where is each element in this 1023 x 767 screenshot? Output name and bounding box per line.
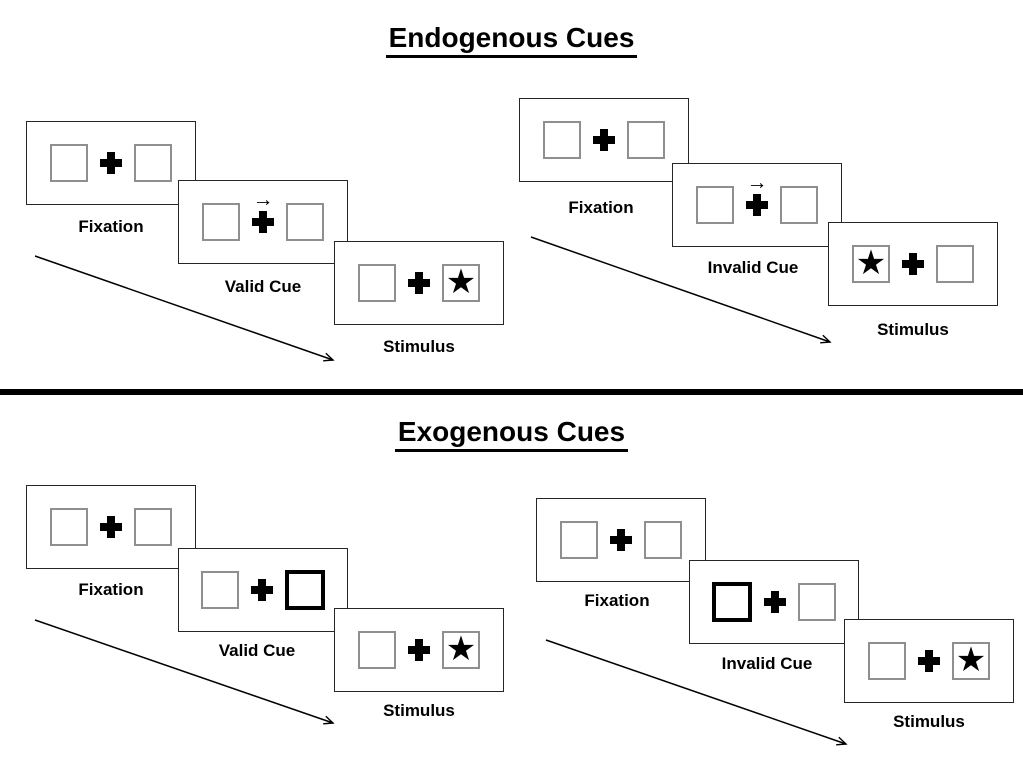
- exogenous-section-title: Exogenous Cues: [0, 416, 1023, 453]
- right-box-with-target: ★: [952, 642, 990, 680]
- fixation-label: Fixation: [568, 198, 634, 217]
- time-arrow: [34, 255, 335, 362]
- right-box-highlighted-cue: [285, 570, 325, 610]
- fixation-card: [519, 98, 689, 182]
- fixation-label: Fixation: [584, 591, 650, 610]
- target-star-icon: ★: [445, 263, 477, 301]
- valid-cue-card: [178, 548, 348, 632]
- right-box: [286, 203, 324, 241]
- right-arrow-cue-icon: →: [252, 188, 274, 211]
- left-box: [358, 631, 396, 669]
- stimulus-card: ★: [334, 608, 504, 692]
- cue-label: Invalid Cue: [721, 654, 813, 673]
- right-box: [134, 508, 172, 546]
- stimulus-label: Stimulus: [383, 701, 455, 720]
- stimulus-card: ★: [844, 619, 1014, 703]
- fixation-label: Fixation: [78, 580, 144, 599]
- left-box-highlighted-cue: [712, 582, 752, 622]
- section-divider-line: [0, 389, 1023, 395]
- fixation-cross-icon: [251, 579, 273, 601]
- stimulus-label: Stimulus: [893, 712, 965, 731]
- left-box-with-target: ★: [852, 245, 890, 283]
- cue-label: Invalid Cue: [707, 258, 799, 277]
- left-box: [202, 203, 240, 241]
- fixation-card: [26, 121, 196, 205]
- target-star-icon: ★: [955, 641, 987, 679]
- target-star-icon: ★: [445, 630, 477, 668]
- target-star-icon: ★: [855, 244, 887, 282]
- left-box: [696, 186, 734, 224]
- right-box-with-target: ★: [442, 264, 480, 302]
- fixation-cross-icon: [902, 253, 924, 275]
- fixation-cross-icon: [593, 129, 615, 151]
- left-box: [201, 571, 239, 609]
- time-arrow: [34, 619, 335, 725]
- cue-label: Valid Cue: [218, 641, 296, 660]
- fixation-cross-icon: [610, 529, 632, 551]
- fixation-cross-icon: [764, 591, 786, 613]
- right-arrow-cue-icon: →: [746, 171, 768, 194]
- stimulus-label: Stimulus: [383, 337, 455, 356]
- time-arrow: [545, 639, 848, 746]
- right-box: [644, 521, 682, 559]
- left-box: [868, 642, 906, 680]
- fixation-cross-icon: [746, 194, 768, 216]
- fixation-cross-icon: [100, 516, 122, 538]
- fixation-cross-icon: [100, 152, 122, 174]
- right-box: [627, 121, 665, 159]
- stimulus-card: ★: [828, 222, 998, 306]
- time-arrow: [530, 236, 832, 344]
- fixation-cross-icon: [408, 639, 430, 661]
- invalid-cue-card: →: [672, 163, 842, 247]
- left-box: [543, 121, 581, 159]
- right-box: [936, 245, 974, 283]
- fixation-card: [536, 498, 706, 582]
- stimulus-label: Stimulus: [877, 320, 949, 339]
- right-box: [780, 186, 818, 224]
- left-box: [50, 508, 88, 546]
- fixation-cross-icon: [408, 272, 430, 294]
- right-box-with-target: ★: [442, 631, 480, 669]
- left-box: [358, 264, 396, 302]
- right-box: [798, 583, 836, 621]
- left-box: [560, 521, 598, 559]
- fixation-label: Fixation: [78, 217, 144, 236]
- right-box: [134, 144, 172, 182]
- fixation-cross-icon: [918, 650, 940, 672]
- valid-cue-card: →: [178, 180, 348, 264]
- invalid-cue-card: [689, 560, 859, 644]
- cue-label: Valid Cue: [224, 277, 302, 296]
- fixation-card: [26, 485, 196, 569]
- fixation-cross-icon: [252, 211, 274, 233]
- endogenous-section-title: Endogenous Cues: [0, 22, 1023, 59]
- left-box: [50, 144, 88, 182]
- stimulus-card: ★: [334, 241, 504, 325]
